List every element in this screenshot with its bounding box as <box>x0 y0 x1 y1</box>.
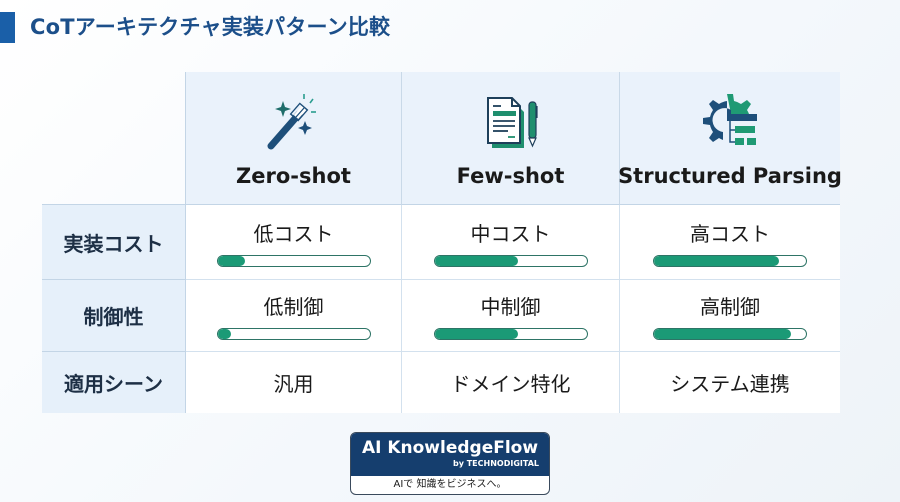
brand-logo: AI KnowledgeFlow by TECHNODIGITAL AIで 知識… <box>350 432 550 495</box>
logo-byline: by TECHNODIGITAL <box>453 459 539 468</box>
cell-use-case-structured-parsing: システム連携 <box>620 352 840 413</box>
column-name: Zero-shot <box>236 164 351 188</box>
logo-tagline: AIで 知識をビジネスへ。 <box>393 479 507 490</box>
cell-text: システム連携 <box>670 372 790 396</box>
column-header-structured-parsing: Structured Parsing <box>618 72 842 205</box>
cell-text: 低制御 <box>263 295 324 319</box>
cell-cost-structured-parsing: 高コスト <box>620 205 840 280</box>
cell-text: 中制御 <box>480 295 541 319</box>
level-bar-fill <box>434 255 519 266</box>
document-pen-icon <box>486 97 538 148</box>
page-title: CoTアーキテクチャ実装パターン比較 <box>30 15 391 39</box>
level-bar <box>433 328 588 340</box>
logo-name: AI KnowledgeFlow <box>361 438 539 458</box>
cell-use-case-few-shot: ドメイン特化 <box>402 352 620 413</box>
cell-control-structured-parsing: 高制御 <box>620 280 840 352</box>
column-name: Structured Parsing <box>618 164 842 188</box>
level-bar <box>653 254 807 267</box>
level-bar <box>653 328 807 340</box>
level-bar-fill <box>654 329 791 339</box>
table-corner <box>42 72 186 205</box>
cell-text: 低コスト <box>253 221 334 246</box>
cell-control-few-shot: 中制御 <box>402 280 620 352</box>
level-bar-fill <box>434 329 519 339</box>
row-label-cost: 実装コスト <box>42 205 186 280</box>
column-header-zero-shot: Zero-shot <box>186 72 402 205</box>
cell-text: 高コスト <box>690 221 770 246</box>
level-bar-fill <box>217 329 232 339</box>
cell-text: 中コスト <box>470 221 551 246</box>
cell-control-zero-shot: 低制御 <box>186 280 402 352</box>
row-label-control: 制御性 <box>42 280 186 352</box>
column-name: Few-shot <box>456 164 565 188</box>
row-label-use-case: 適用シーン <box>42 352 186 413</box>
level-bar <box>433 254 588 267</box>
cell-cost-zero-shot: 低コスト <box>186 205 402 280</box>
level-bar <box>216 328 371 340</box>
title-accent-bar <box>0 12 15 43</box>
gear-structure-icon <box>703 94 757 145</box>
column-header-few-shot: Few-shot <box>402 72 620 205</box>
cell-use-case-zero-shot: 汎用 <box>186 352 402 413</box>
comparison-table: Zero-shot Few-shot <box>42 72 842 413</box>
cell-text: 高制御 <box>700 295 760 319</box>
magic-wand-icon <box>267 94 316 150</box>
level-bar-fill <box>654 255 779 266</box>
cell-text: ドメイン特化 <box>450 372 571 396</box>
cell-cost-few-shot: 中コスト <box>402 205 620 280</box>
level-bar-fill <box>217 255 245 266</box>
logo-banner: AI KnowledgeFlow by TECHNODIGITAL <box>351 433 549 476</box>
level-bar <box>216 254 371 267</box>
cell-text: 汎用 <box>273 372 314 396</box>
